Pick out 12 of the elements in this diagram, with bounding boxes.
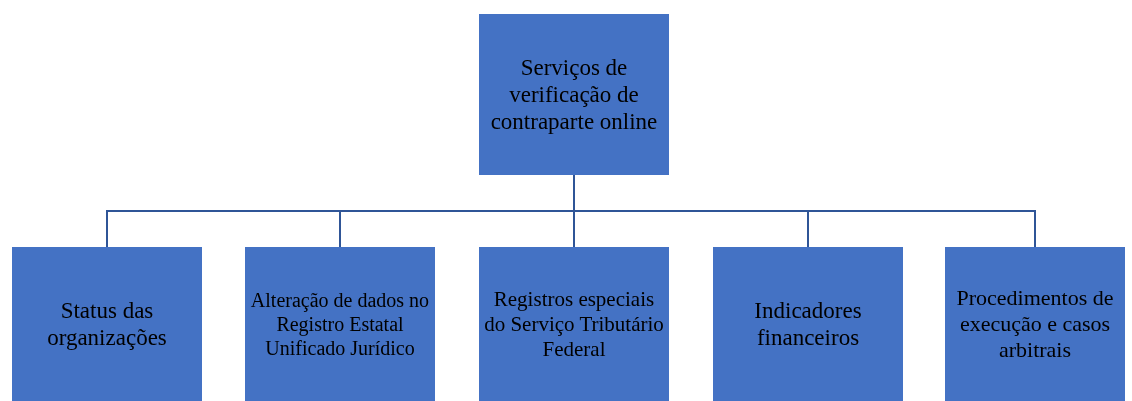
- category-box: [12, 247, 202, 401]
- box-label: Procedimentos de execução e casos arbitrais: [955, 285, 1115, 363]
- category-box: [713, 247, 903, 401]
- box-label: Indicadores financeiros: [753, 297, 863, 351]
- category-box: [479, 14, 669, 175]
- box-label: Registros especiais do Serviço Tributário Federal: [483, 286, 665, 362]
- category-box: [479, 247, 669, 401]
- category-box: [945, 247, 1125, 401]
- box-label: Alteração de dados no Registro Estatal Unificado Jurídico: [249, 288, 431, 360]
- box-label: Status das organizações: [46, 297, 168, 351]
- category-box: [245, 247, 435, 401]
- box-label: Serviços de verificação de contraparte online: [489, 54, 659, 135]
